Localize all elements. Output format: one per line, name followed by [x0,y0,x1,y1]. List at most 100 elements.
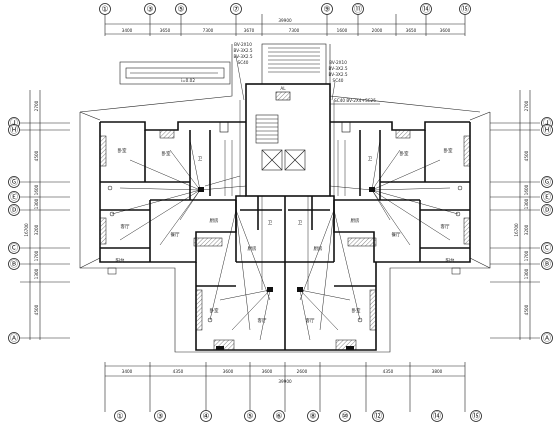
axis-label: ⑤ [246,412,253,421]
axis-label: Ⓗ [10,126,18,135]
axis-label: ④ [202,412,209,421]
cable-text: BV-2X10 [329,60,347,65]
axis-label: Ⓗ [543,126,551,135]
dim-text: 4500 [34,304,39,315]
dim-text: 3400 [122,369,133,374]
dim-text: 3200 [524,224,529,235]
dim-text: 1300 [524,268,529,279]
right-dimension-texts: 2700 4500 1600 1300 3200 1700 1300 4500 … [514,100,529,315]
dim-text: 4500 [524,150,529,161]
axis-label: ⑮ [461,5,469,14]
cable-text: BV-3X2.5 [233,48,252,53]
room-label: 阳台 [116,257,125,264]
room-label: 客厅 [258,317,267,324]
cable-annotation-right: BV-2X10 BV-3X2.5 BV-3X2.5 SC40 [328,60,347,83]
cable-text: SC40 [333,78,344,83]
dim-text: 1700 [524,250,529,261]
axis-label: ⑦ [232,5,239,14]
panel-label: AL [280,86,286,91]
room-label: 阳台 [446,257,455,264]
dim-text: 3670 [244,28,255,33]
right-axis-bubbles: Ⓙ Ⓗ Ⓖ Ⓔ Ⓓ Ⓒ Ⓑ Ⓐ [541,117,553,344]
dim-text: 4350 [383,369,394,374]
bottom-dimension-texts: 3400 4350 3600 3600 2600 4350 3800 39900 [122,369,443,384]
axis-label: Ⓙ [543,119,551,128]
axis-label: ⑮ [472,412,480,421]
axis-label: ③ [146,5,153,14]
dim-text: 1300 [34,268,39,279]
room-label: 客厅 [441,223,450,230]
cable-text: BV-3X2.5 [328,66,347,71]
wiring-south [209,196,361,341]
dim-text: 3600 [440,28,451,33]
bottom-dimension-lines [104,362,466,412]
top-axis-bubbles: ① ③ ⑤ ⑦ ⑨ ⑪ ⑭ ⑮ [99,3,471,15]
room-label: 卧室 [352,307,361,314]
top-dimension-texts: 3400 3650 7300 3670 7300 1600 2000 3650 … [122,18,451,33]
room-label: 卫 [368,156,373,162]
roof-access-stair [261,43,327,85]
dim-text: 1600 [34,184,39,195]
dim-text: 1600 [524,184,529,195]
axis-label: ⑭ [433,412,441,421]
axis-label: Ⓒ [10,244,18,253]
right-dimension-lines [490,90,540,340]
dim-text: 3600 [262,369,273,374]
room-label: 厨房 [314,245,323,252]
device-symbols [107,121,463,350]
cable-text: SC40 [238,60,249,65]
axis-label: Ⓒ [543,244,551,253]
cable-text: BV-3X2.5 [328,72,347,77]
room-label: 厨房 [351,217,360,224]
room-label: 卫 [198,156,203,162]
dim-text: 3400 [122,28,133,33]
dim-text: 3650 [406,28,417,33]
axis-label: ⑥ [275,412,282,421]
dim-text: 1300 [34,198,39,209]
dim-total: 39900 [278,379,292,384]
dim-total: 39900 [278,18,292,23]
axis-label: Ⓔ [543,193,551,202]
axis-label: ⑩ [341,412,348,421]
dim-text: 1300 [524,198,529,209]
dim-text: 7300 [203,28,214,33]
axis-label: ⑧ [309,412,316,421]
axis-label: Ⓑ [543,260,551,269]
axis-label: ⑪ [354,5,362,14]
cable-annotation-mid: SC40 BV-2X4+SC25 [330,98,380,105]
left-dimension-lines [20,90,70,340]
dim-text: 2700 [34,100,39,111]
cable-text: BV-2X10 [234,42,252,47]
south-units: 卧室 客厅 客厅 卧室 卫 卫 厨房 厨房 [195,196,377,351]
room-label: 卧室 [118,147,127,154]
axis-label: ⑤ [177,5,184,14]
building-core: AL [245,83,331,197]
room-label: 餐厅 [392,231,401,238]
left-dimension-texts: 2700 4500 1600 1300 3200 1700 1300 4500 … [24,100,39,315]
dim-text: 4500 [524,304,529,315]
right-unit: 卧室 卧室 客厅 餐厅 阳台 卫 厨房 [330,121,471,264]
axis-label: ③ [156,412,163,421]
axis-label: Ⓓ [543,206,551,215]
dim-text: 1700 [34,250,39,261]
dim-total: 16700 [514,223,519,237]
cable-text: SC40 BV-2X4+SC25 [334,98,376,103]
dim-total: 16700 [24,223,29,237]
axis-label: ⑫ [374,412,382,421]
dim-text: 3650 [160,28,171,33]
room-label: 厨房 [210,217,219,224]
room-label: 卧室 [162,150,171,157]
dim-text: 4350 [173,369,184,374]
dim-text: 3600 [223,369,234,374]
room-label: 客厅 [121,223,130,230]
room-label: 客厅 [306,317,315,324]
axis-label: Ⓙ [10,119,18,128]
dim-text: 2600 [297,369,308,374]
dim-text: 7300 [289,28,300,33]
axis-label: Ⓐ [10,334,18,343]
cable-text: BV-3X2.5 [233,54,252,59]
cable-annotation-left: BV-2X10 BV-3X2.5 BV-3X2.5 SC40 [233,42,252,65]
dim-text: 2000 [372,28,383,33]
slope-label: i=0.02 [181,78,195,83]
